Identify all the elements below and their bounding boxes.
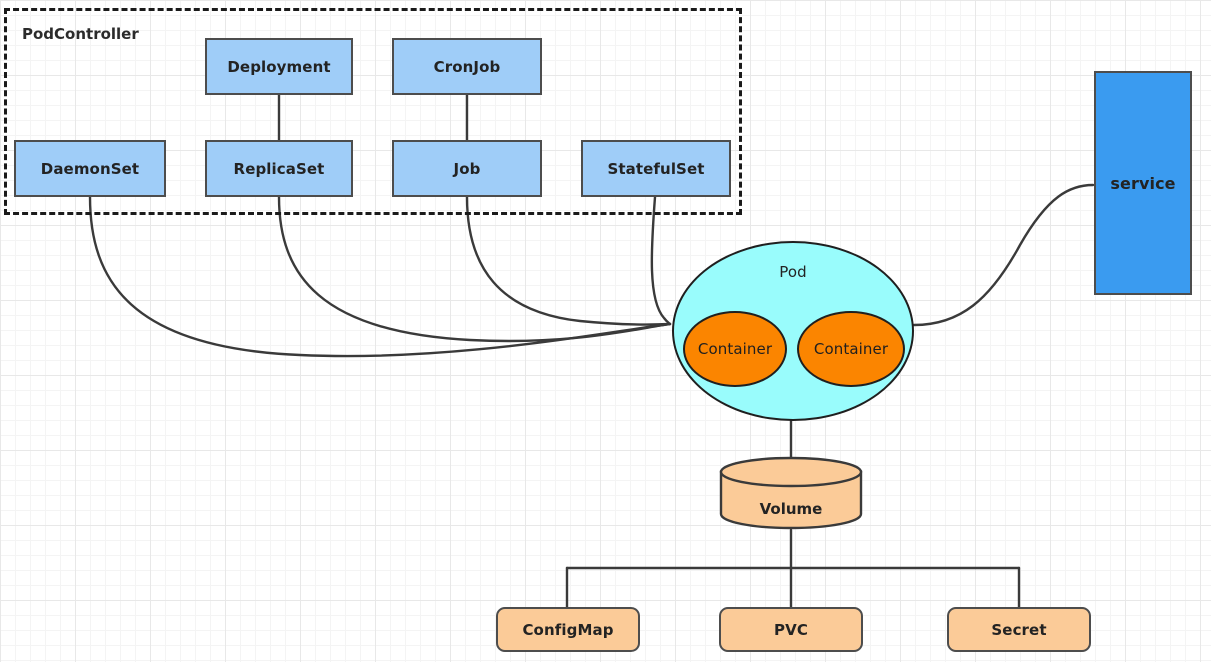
storage-configmap-label: ConfigMap [522,620,614,639]
controller-replicaset-label: ReplicaSet [233,159,325,178]
service-node-label: service [1110,173,1176,193]
controller-deployment[interactable]: Deployment [205,38,353,95]
container-node-1-label: Container [697,340,773,358]
controller-daemonset-label: DaemonSet [40,159,140,178]
volume-node-label: Volume [759,500,823,518]
container-node-2[interactable]: Container [797,311,905,387]
edge-replicaset-pod [277,195,672,343]
storage-pvc[interactable]: PVC [719,607,863,652]
controller-cronjob[interactable]: CronJob [392,38,542,95]
controller-daemonset[interactable]: DaemonSet [14,140,166,197]
edge-pod-service [912,183,1095,327]
service-node[interactable]: service [1094,71,1192,295]
podcontroller-group-label: PodController [22,25,139,43]
pod-node-label: Pod [779,263,807,281]
edge-job-pod [465,195,672,326]
storage-secret[interactable]: Secret [947,607,1091,652]
controller-deployment-label: Deployment [227,57,331,76]
controller-statefulset[interactable]: StatefulSet [581,140,731,197]
edge-daemonset-pod [88,195,672,358]
controller-job-label: Job [453,159,481,178]
controller-statefulset-label: StatefulSet [607,159,705,178]
container-node-2-label: Container [813,340,889,358]
edge-statefulset-pod [650,195,672,326]
controller-job[interactable]: Job [392,140,542,197]
container-node-1[interactable]: Container [683,311,787,387]
storage-configmap[interactable]: ConfigMap [496,607,640,652]
podcontroller-group [4,8,742,215]
storage-secret-label: Secret [991,620,1047,639]
controller-cronjob-label: CronJob [433,57,501,76]
controller-replicaset[interactable]: ReplicaSet [205,140,353,197]
volume-cylinder-icon [719,456,863,530]
storage-pvc-label: PVC [774,620,808,639]
volume-node[interactable]: Volume [719,456,863,530]
